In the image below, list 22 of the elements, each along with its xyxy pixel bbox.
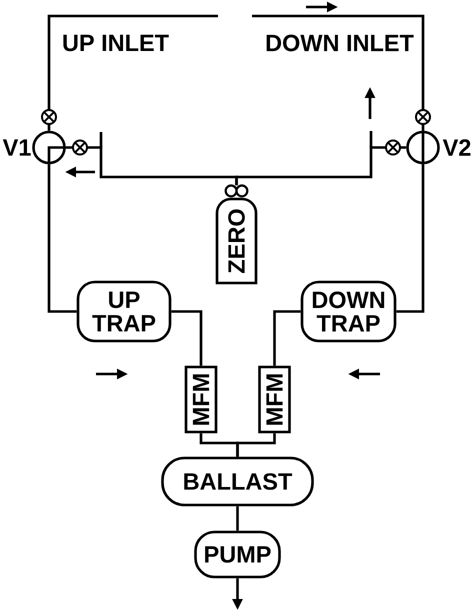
pipe-line [252, 14, 424, 131]
pipe-line [235, 146, 406, 186]
valve-label: V2 [442, 139, 470, 156]
pipe-line [396, 164, 424, 313]
ballast-box: BALLAST [161, 456, 314, 506]
gas-cylinder: ZERO [216, 184, 258, 284]
meter-box: MFM [184, 366, 218, 434]
pipe-line [236, 506, 239, 531]
valve-symbol [32, 130, 66, 164]
pipe-line [171, 310, 202, 366]
pipe-line [236, 433, 276, 457]
pipe-line [273, 310, 301, 366]
valve-label: V1 [2, 139, 31, 156]
pipe-line [48, 164, 77, 313]
inlet-label: UP INLET [63, 34, 169, 52]
valve-symbol [406, 130, 440, 164]
pipe-line [48, 14, 218, 131]
trap-box: DOWN TRAP [300, 280, 396, 342]
inlet-label: DOWN INLET [266, 34, 414, 52]
trap-box: UP TRAP [76, 280, 172, 342]
pump-box: PUMP [194, 530, 281, 578]
meter-box: MFM [258, 366, 291, 434]
